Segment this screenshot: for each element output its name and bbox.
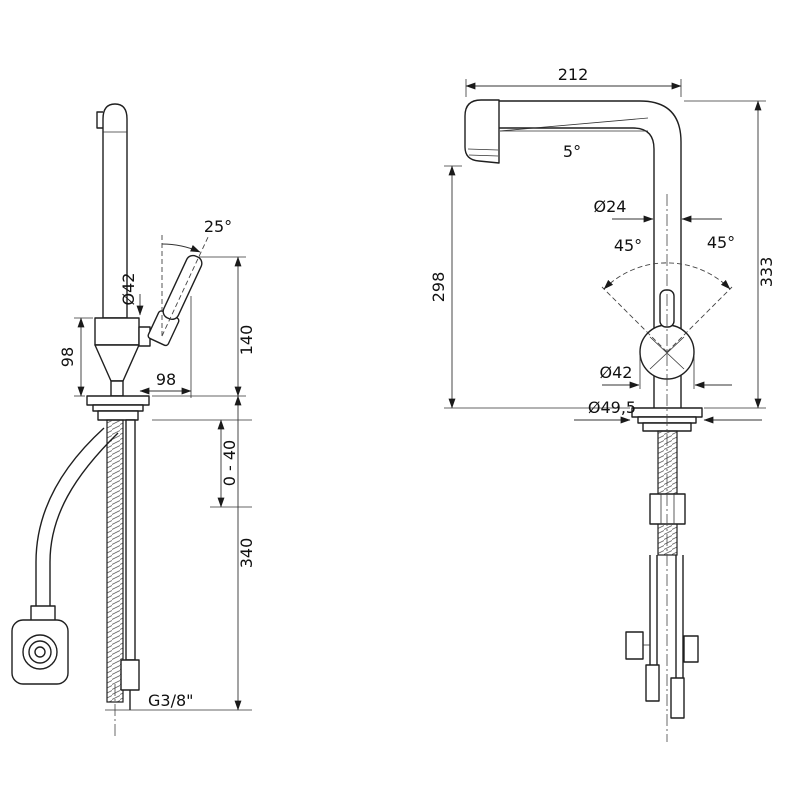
- front-hose-fitting-right: [683, 635, 699, 663]
- dim-deck-thickness: 0 - 40: [220, 440, 239, 486]
- dim-handle-height: 140: [237, 325, 256, 356]
- front-hose-fitting-left: [625, 631, 644, 660]
- dim-body-dia-front: Ø42: [600, 363, 633, 382]
- side-spout-column: [102, 103, 128, 319]
- dim-body-dia-side: Ø42: [119, 273, 138, 306]
- dim-swivel-right: 45°: [707, 233, 735, 252]
- dim-handle-reach: 98: [156, 370, 176, 389]
- side-spray-head: [11, 619, 69, 685]
- side-view: 25° Ø42 98 98 140 0 - 40: [11, 103, 256, 738]
- dim-body-height: 98: [58, 347, 77, 367]
- dim-total-height: 333: [757, 257, 776, 288]
- dim-install-depth: 340: [237, 538, 256, 569]
- front-hose-connector-left: [645, 664, 660, 702]
- front-threaded-shank: [657, 430, 678, 556]
- front-hose-connector-right: [670, 677, 685, 719]
- side-spray-hose-outer: [35, 427, 105, 620]
- front-mounting-parts: [625, 194, 703, 742]
- front-dimensions: 212 5° Ø24 45° 45° 298 333: [429, 65, 776, 424]
- thread-size-label: G3/8": [148, 691, 194, 710]
- side-spray-hose-inner: [49, 432, 119, 620]
- front-view: 212 5° Ø24 45° 45° 298 333: [429, 65, 776, 742]
- dim-handle-angle: 25°: [204, 217, 232, 236]
- dim-spout-angle: 5°: [563, 142, 581, 161]
- dim-flange-dia: Ø49,5: [588, 398, 636, 417]
- side-supply-hose: [125, 419, 136, 661]
- dim-pipe-dia: Ø24: [594, 197, 627, 216]
- front-spout-head: [464, 99, 500, 164]
- front-mounting-nut: [649, 493, 686, 525]
- dim-swivel-left: 45°: [614, 236, 642, 255]
- dim-spout-height: 298: [429, 272, 448, 303]
- side-faucet-outline: [94, 103, 203, 397]
- side-handle-lever: [147, 254, 203, 347]
- side-hose-connector: [120, 659, 140, 691]
- side-dimensions: 25° Ø42 98 98 140 0 - 40: [58, 217, 256, 711]
- side-deck-flange: [86, 395, 150, 406]
- side-mounting-parts: [11, 395, 150, 738]
- side-body: [94, 317, 140, 346]
- side-spout-notch: [96, 111, 103, 129]
- side-body-cone: [94, 344, 140, 382]
- front-spout-outer: [497, 100, 682, 329]
- dim-spout-reach: 212: [558, 65, 589, 84]
- side-threaded-shank: [106, 419, 124, 703]
- front-spout-inner: [497, 127, 655, 329]
